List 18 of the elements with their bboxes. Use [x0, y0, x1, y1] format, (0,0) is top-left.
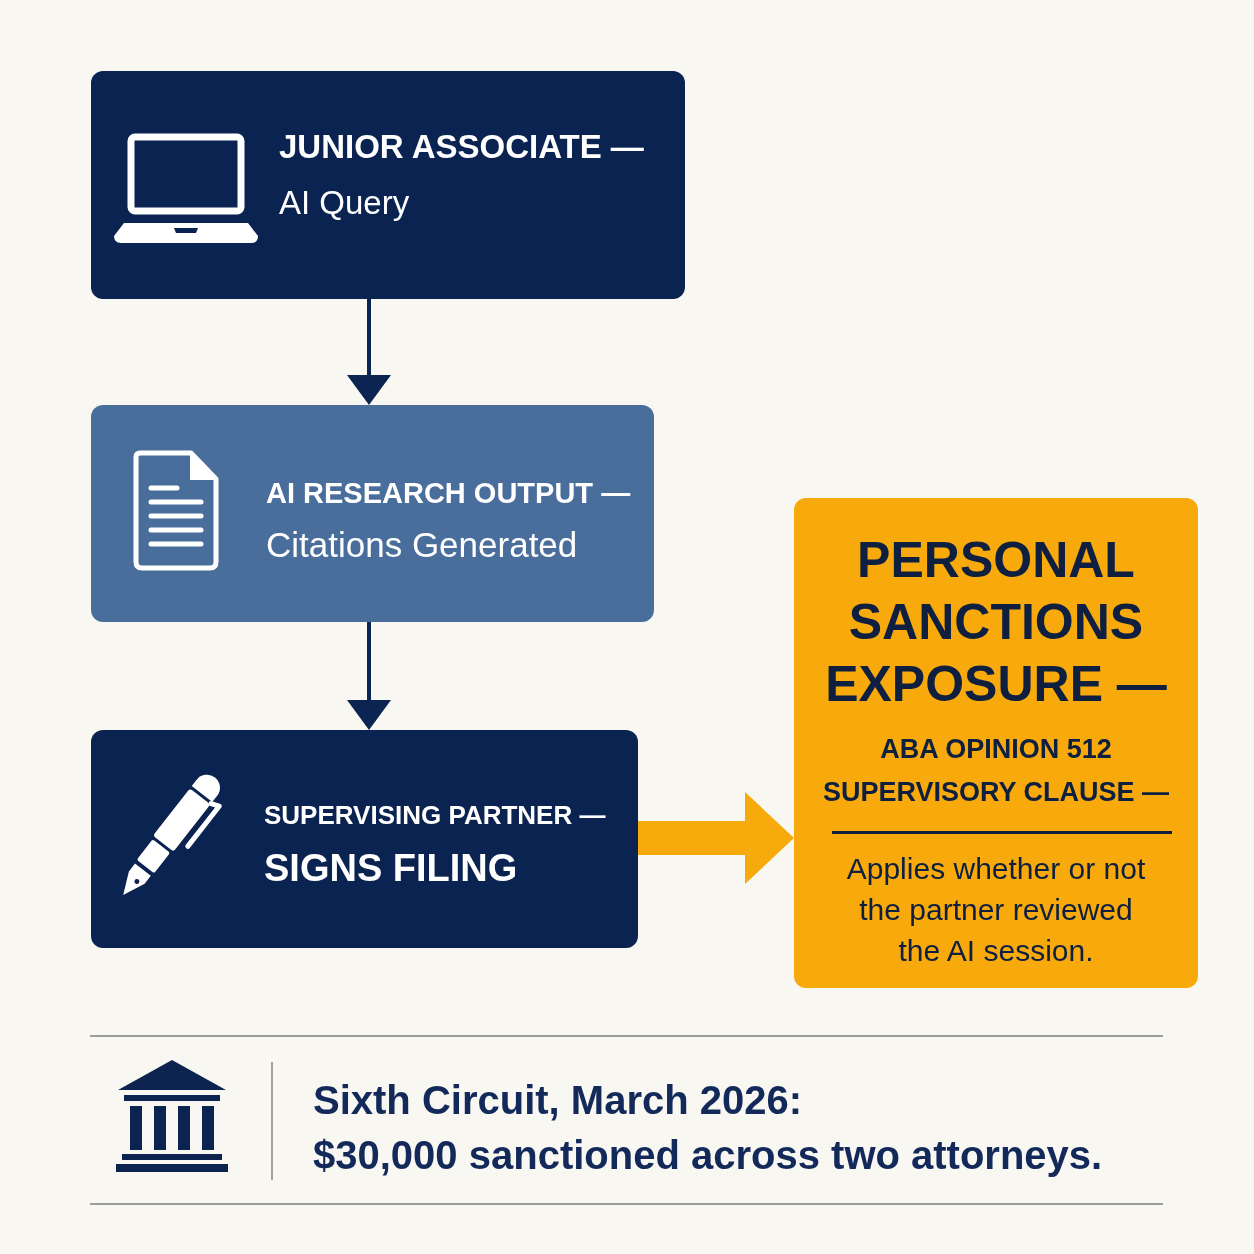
- callout-text: Applies whether or not the partner reviewed the AI session.: [845, 851, 1147, 969]
- process-box: [91, 71, 685, 299]
- callout-box: [794, 498, 1198, 988]
- node-title: JUNIOR ASSOCIATE —: [279, 127, 644, 167]
- node-text: AI Query: [279, 183, 410, 223]
- node-text: Citations Generated: [266, 524, 578, 566]
- arrow: [347, 622, 391, 730]
- node-title: AI RESEARCH OUTPUT —: [266, 476, 631, 511]
- node-text: SIGNS FILING: [264, 846, 518, 891]
- node-title: SUPERVISING PARTNER —: [264, 799, 606, 831]
- note-text: $30,000 sanctioned across two attorneys.: [313, 1132, 1103, 1178]
- note-text: Sixth Circuit, March 2026:: [313, 1077, 803, 1123]
- process-box: [91, 730, 638, 948]
- block-arrow: [638, 792, 794, 884]
- callout-subtitle: ABA OPINION 512 SUPERVISORY CLAUSE —: [821, 733, 1171, 809]
- arrow: [347, 299, 391, 405]
- process-box: [91, 405, 654, 622]
- callout-title: PERSONAL SANCTIONS EXPOSURE —: [824, 531, 1168, 714]
